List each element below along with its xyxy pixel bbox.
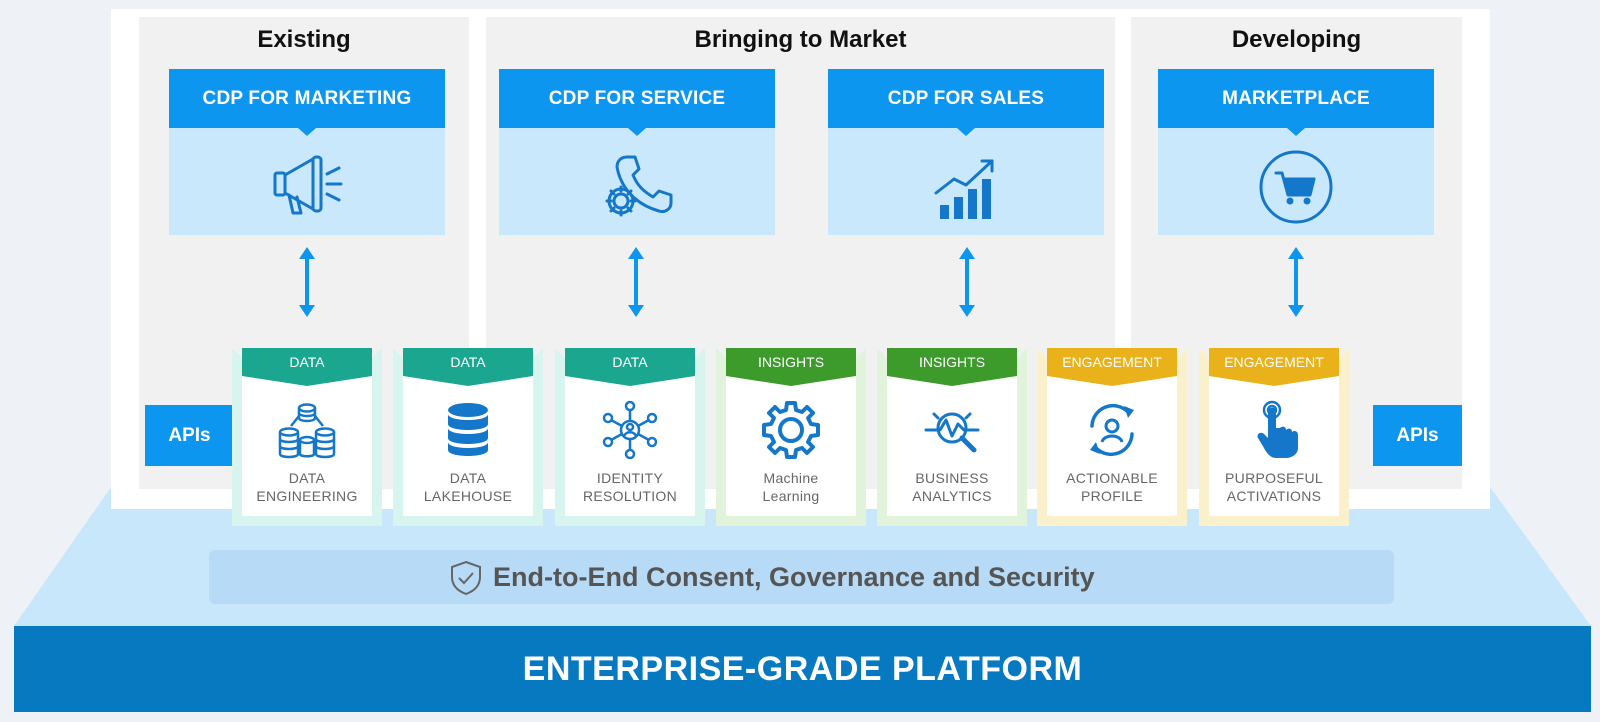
product-card-label: CDP FOR SERVICE [548, 88, 726, 109]
column-title-bringing-to-market: Bringing to Market [694, 26, 907, 53]
phone-gear-icon [605, 155, 673, 217]
shopping-cart-icon [1259, 150, 1333, 224]
capability-tile-data-lakehouse[interactable]: DATA DATA LAKEHOUSE [393, 348, 543, 526]
tile-label: IDENTITY RESOLUTION [565, 469, 695, 505]
tile-label: Machine Learning [726, 469, 856, 505]
tile-label-line2: RESOLUTION [582, 488, 677, 504]
product-card-service[interactable]: CDP FOR SERVICE [499, 69, 775, 235]
double-arrow-icon [628, 247, 644, 317]
tile-label-line1: DATA [288, 470, 326, 486]
capability-tile-purposeful-activations[interactable]: ENGAGEMENT PURPOSEFUL ACTIVATIONS [1199, 348, 1349, 526]
tile-frame [232, 348, 382, 526]
tile-tag: DATA [242, 348, 372, 376]
tile-label: BUSINESS ANALYTICS [887, 469, 1017, 505]
capability-tile-data-engineering[interactable]: DATA DATA ENGINEERING [232, 348, 382, 526]
tile-tag-notch [726, 376, 856, 386]
enterprise-platform-bar: ENTERPRISE-GRADE PLATFORM [14, 626, 1591, 712]
tile-label-line2: ANALYTICS [912, 488, 992, 504]
tile-tag: INSIGHTS [887, 348, 1017, 376]
tile-label-line1: PURPOSEFUL [1225, 470, 1323, 486]
capability-tile-machine-learning[interactable]: INSIGHTS Machine Learning [716, 348, 866, 526]
tile-label-line2: LAKEHOUSE [423, 488, 513, 504]
capability-tile-identity-resolution[interactable]: DATA IDENTITY RESOLUTION [555, 348, 705, 526]
megaphone-icon [273, 155, 343, 215]
tile-tag: DATA [565, 348, 695, 376]
product-card-sales[interactable]: CDP FOR SALES [828, 69, 1104, 235]
api-right[interactable]: APIs [1373, 405, 1462, 466]
double-arrow-icon [959, 247, 975, 317]
tile-tag-notch [242, 376, 372, 386]
tile-label: DATA ENGINEERING [242, 469, 372, 505]
tile-label: DATA LAKEHOUSE [403, 469, 533, 505]
tile-label: PURPOSEFUL ACTIVATIONS [1209, 469, 1339, 505]
product-card-label: CDP FOR SALES [887, 88, 1045, 109]
tile-label-line2: ACTIVATIONS [1226, 488, 1322, 504]
column-title-existing: Existing [257, 26, 351, 53]
shield-check-icon [451, 560, 481, 596]
column-title-developing: Developing [1231, 26, 1362, 53]
tile-tag-notch [403, 376, 533, 386]
api-left[interactable]: APIs [145, 405, 234, 466]
tap-hand-icon [1257, 400, 1298, 458]
product-card-marketplace[interactable]: MARKETPLACE [1158, 69, 1434, 235]
product-card-label: CDP FOR MARKETING [202, 88, 412, 109]
tile-label-line1: ACTIONABLE [1066, 470, 1158, 486]
tile-tag: INSIGHTS [726, 348, 856, 376]
tile-tag: ENGAGEMENT [1047, 348, 1177, 376]
double-arrow-icon [1288, 247, 1304, 317]
tile-tag-notch [887, 376, 1017, 386]
tile-label: ACTIONABLE PROFILE [1047, 469, 1177, 505]
identity-network-icon [602, 400, 658, 460]
product-card-label: MARKETPLACE [1222, 88, 1370, 109]
database-icon [448, 403, 488, 456]
tile-label-line2: PROFILE [1080, 488, 1143, 504]
tile-tag: ENGAGEMENT [1209, 348, 1339, 376]
tile-tag-notch [565, 376, 695, 386]
platform-title: ENTERPRISE-GRADE PLATFORM [522, 650, 1083, 688]
tile-tag-notch [1047, 376, 1177, 386]
tile-label-line2: ENGINEERING [256, 488, 358, 504]
tile-label-line1: IDENTITY [596, 470, 664, 486]
tile-label-line1: DATA [449, 470, 487, 486]
tile-label-line1: Machine [763, 470, 819, 486]
tile-label-line2: Learning [762, 488, 820, 504]
capability-tile-business-analytics[interactable]: INSIGHTS BUSINESS ANALYTICS [877, 348, 1027, 526]
product-card-marketing[interactable]: CDP FOR MARKETING [169, 69, 445, 235]
tile-tag-notch [1209, 376, 1339, 386]
tile-label-line1: BUSINESS [915, 470, 989, 486]
gear-icon [762, 401, 820, 459]
consent-text: End-to-End Consent, Governance and Secur… [493, 562, 1095, 592]
growth-chart-icon [934, 159, 994, 219]
consent-governance-bar: End-to-End Consent, Governance and Secur… [209, 550, 1394, 604]
database-network-icon [278, 403, 336, 459]
analytics-magnifier-icon [924, 412, 980, 453]
capability-tile-actionable-profile[interactable]: ENGAGEMENT ACTIONABLE PROFILE [1037, 348, 1187, 526]
double-arrow-icon [299, 247, 315, 317]
tile-tag: DATA [403, 348, 533, 376]
profile-cycle-icon [1090, 403, 1134, 457]
